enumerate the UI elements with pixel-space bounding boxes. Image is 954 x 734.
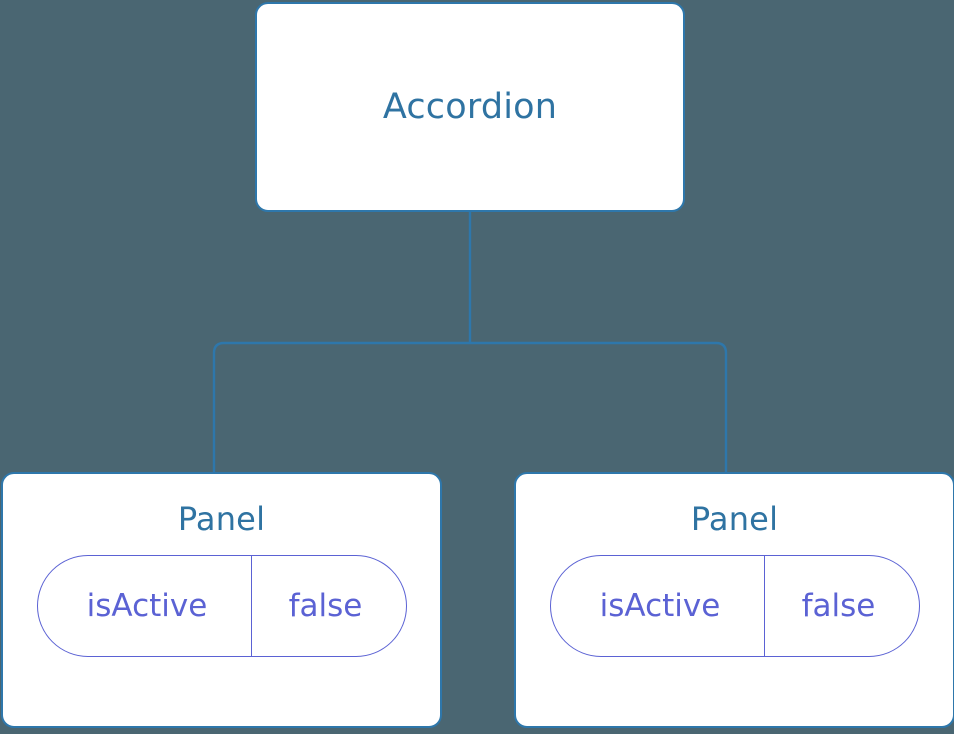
prop-key: isActive (38, 556, 252, 657)
node-title: Panel (177, 500, 266, 538)
prop-key: isActive (551, 556, 765, 657)
node-panel-2[interactable]: Panel isActive false (514, 472, 954, 728)
node-panel-1[interactable]: Panel isActive false (1, 472, 442, 728)
node-title: Panel (690, 500, 779, 538)
connector-branch-right (470, 341, 728, 474)
connector-branch-left (212, 341, 470, 474)
prop-value: false (801, 588, 876, 625)
prop-value: false (288, 588, 363, 625)
node-accordion[interactable]: Accordion (255, 2, 685, 212)
prop-pill-isactive[interactable]: isActive false (36, 555, 407, 658)
node-title: Accordion (382, 86, 558, 127)
prop-pill-isactive[interactable]: isActive false (549, 555, 920, 658)
